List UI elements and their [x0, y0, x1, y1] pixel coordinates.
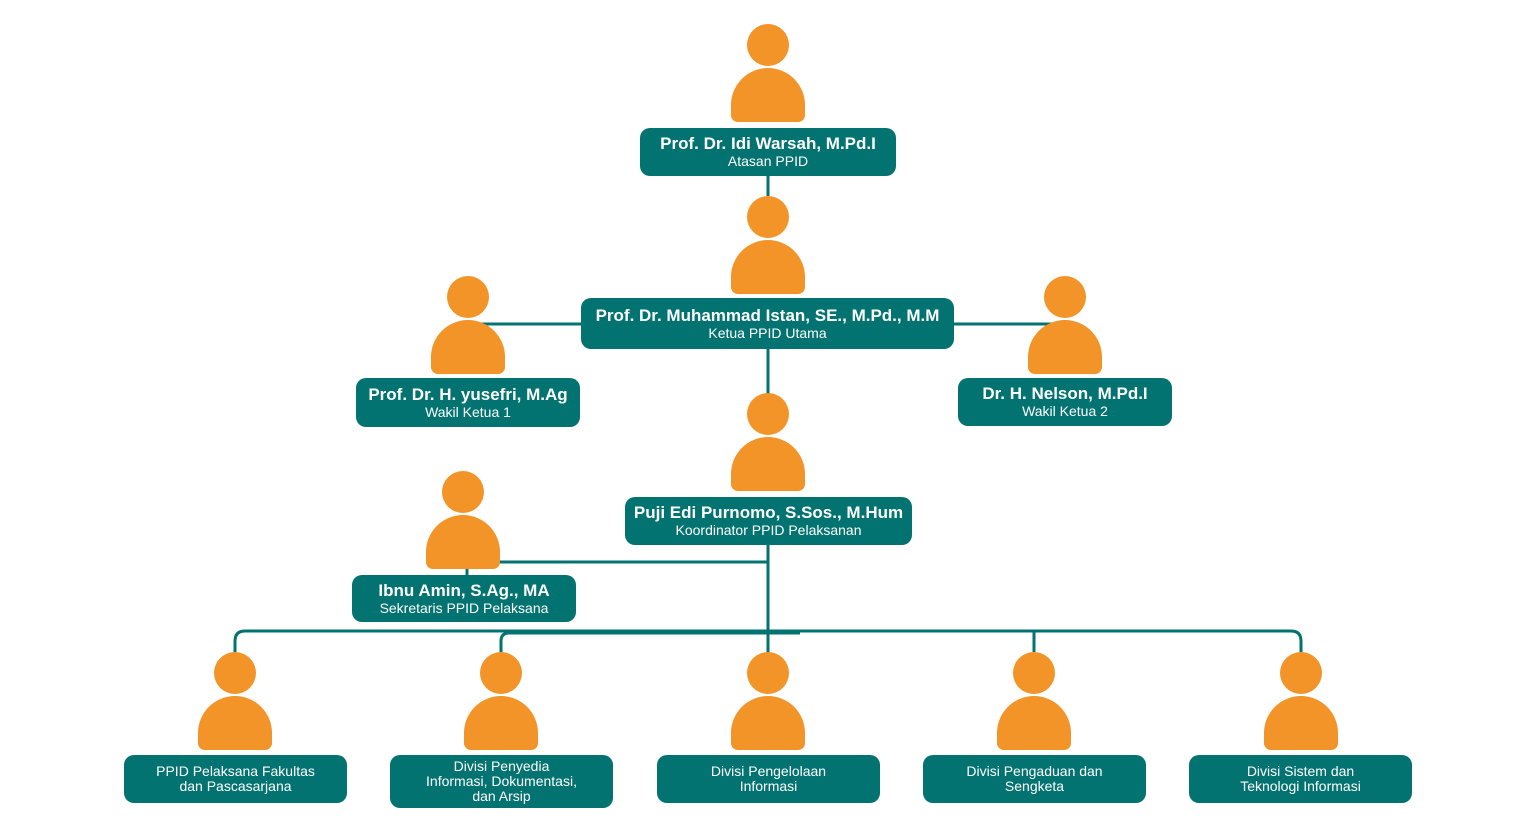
unit-label: Divisi Pengelolaan: [710, 763, 827, 779]
node-atasan: Prof. Dr. Idi Warsah, M.Pd.I Atasan PPID: [640, 128, 896, 176]
unit-box: Divisi Sistem dan Teknologi Informasi: [1189, 755, 1412, 803]
person-icon: [731, 24, 805, 124]
node-name: Puji Edi Purnomo, S.Sos., M.Hum: [633, 503, 904, 522]
person-icon: [464, 652, 538, 752]
unit-label: Teknologi Informasi: [1240, 778, 1361, 794]
node-role: Atasan PPID: [727, 153, 809, 169]
unit-label: Divisi Sistem dan: [1246, 763, 1355, 779]
person-icon: [426, 471, 500, 571]
person-icon: [1264, 652, 1338, 752]
person-icon: [731, 196, 805, 296]
unit-label: dan Arsip: [472, 788, 531, 804]
node-name: Prof. Dr. Idi Warsah, M.Pd.I: [660, 134, 876, 153]
person-icon: [997, 652, 1071, 752]
unit-box: Divisi Pengaduan dan Sengketa: [923, 755, 1146, 803]
node-koordinator: Puji Edi Purnomo, S.Sos., M.Hum Koordina…: [625, 497, 912, 545]
unit-label: dan Pascasarjana: [179, 778, 292, 794]
node-wakil2: Dr. H. Nelson, M.Pd.I Wakil Ketua 2: [958, 378, 1172, 426]
node-name: Dr. H. Nelson, M.Pd.I: [982, 384, 1148, 403]
node-ketua: Prof. Dr. Muhammad Istan, SE., M.Pd., M.…: [581, 298, 954, 349]
node-name: Prof. Dr. Muhammad Istan, SE., M.Pd., M.…: [595, 305, 940, 325]
unit-box: Divisi Pengelolaan Informasi: [657, 755, 880, 803]
unit-label: Divisi Pengaduan dan: [966, 763, 1103, 779]
person-icon: [1028, 276, 1102, 376]
node-role: Koordinator PPID Pelaksanan: [675, 522, 862, 538]
node-sekretaris: Ibnu Amin, S.Ag., MA Sekretaris PPID Pel…: [352, 575, 576, 622]
node-name: Ibnu Amin, S.Ag., MA: [378, 580, 550, 600]
connector-units-bar: [233, 629, 1303, 652]
unit-label: Informasi: [739, 778, 798, 794]
person-icon: [731, 393, 805, 493]
node-role: Wakil Ketua 2: [1022, 403, 1108, 419]
unit-label: PPID Pelaksana Fakultas: [156, 763, 315, 779]
node-role: Ketua PPID Utama: [708, 324, 827, 341]
unit-box: PPID Pelaksana Fakultas dan Pascasarjana: [124, 755, 347, 803]
unit-box: Divisi Penyedia Informasi, Dokumentasi, …: [390, 755, 613, 808]
node-name: Prof. Dr. H. yusefri, M.Ag: [368, 384, 568, 404]
unit-label: Divisi Penyedia: [453, 758, 550, 774]
person-icon: [198, 652, 272, 752]
node-role: Wakil Ketua 1: [425, 403, 511, 420]
node-role: Sekretaris PPID Pelaksana: [379, 599, 549, 616]
unit-label: Informasi, Dokumentasi,: [426, 773, 577, 789]
node-wakil1: Prof. Dr. H. yusefri, M.Ag Wakil Ketua 1: [356, 378, 580, 427]
person-icon: [731, 652, 805, 752]
unit-label: Sengketa: [1004, 778, 1065, 794]
person-icon: [431, 276, 505, 376]
